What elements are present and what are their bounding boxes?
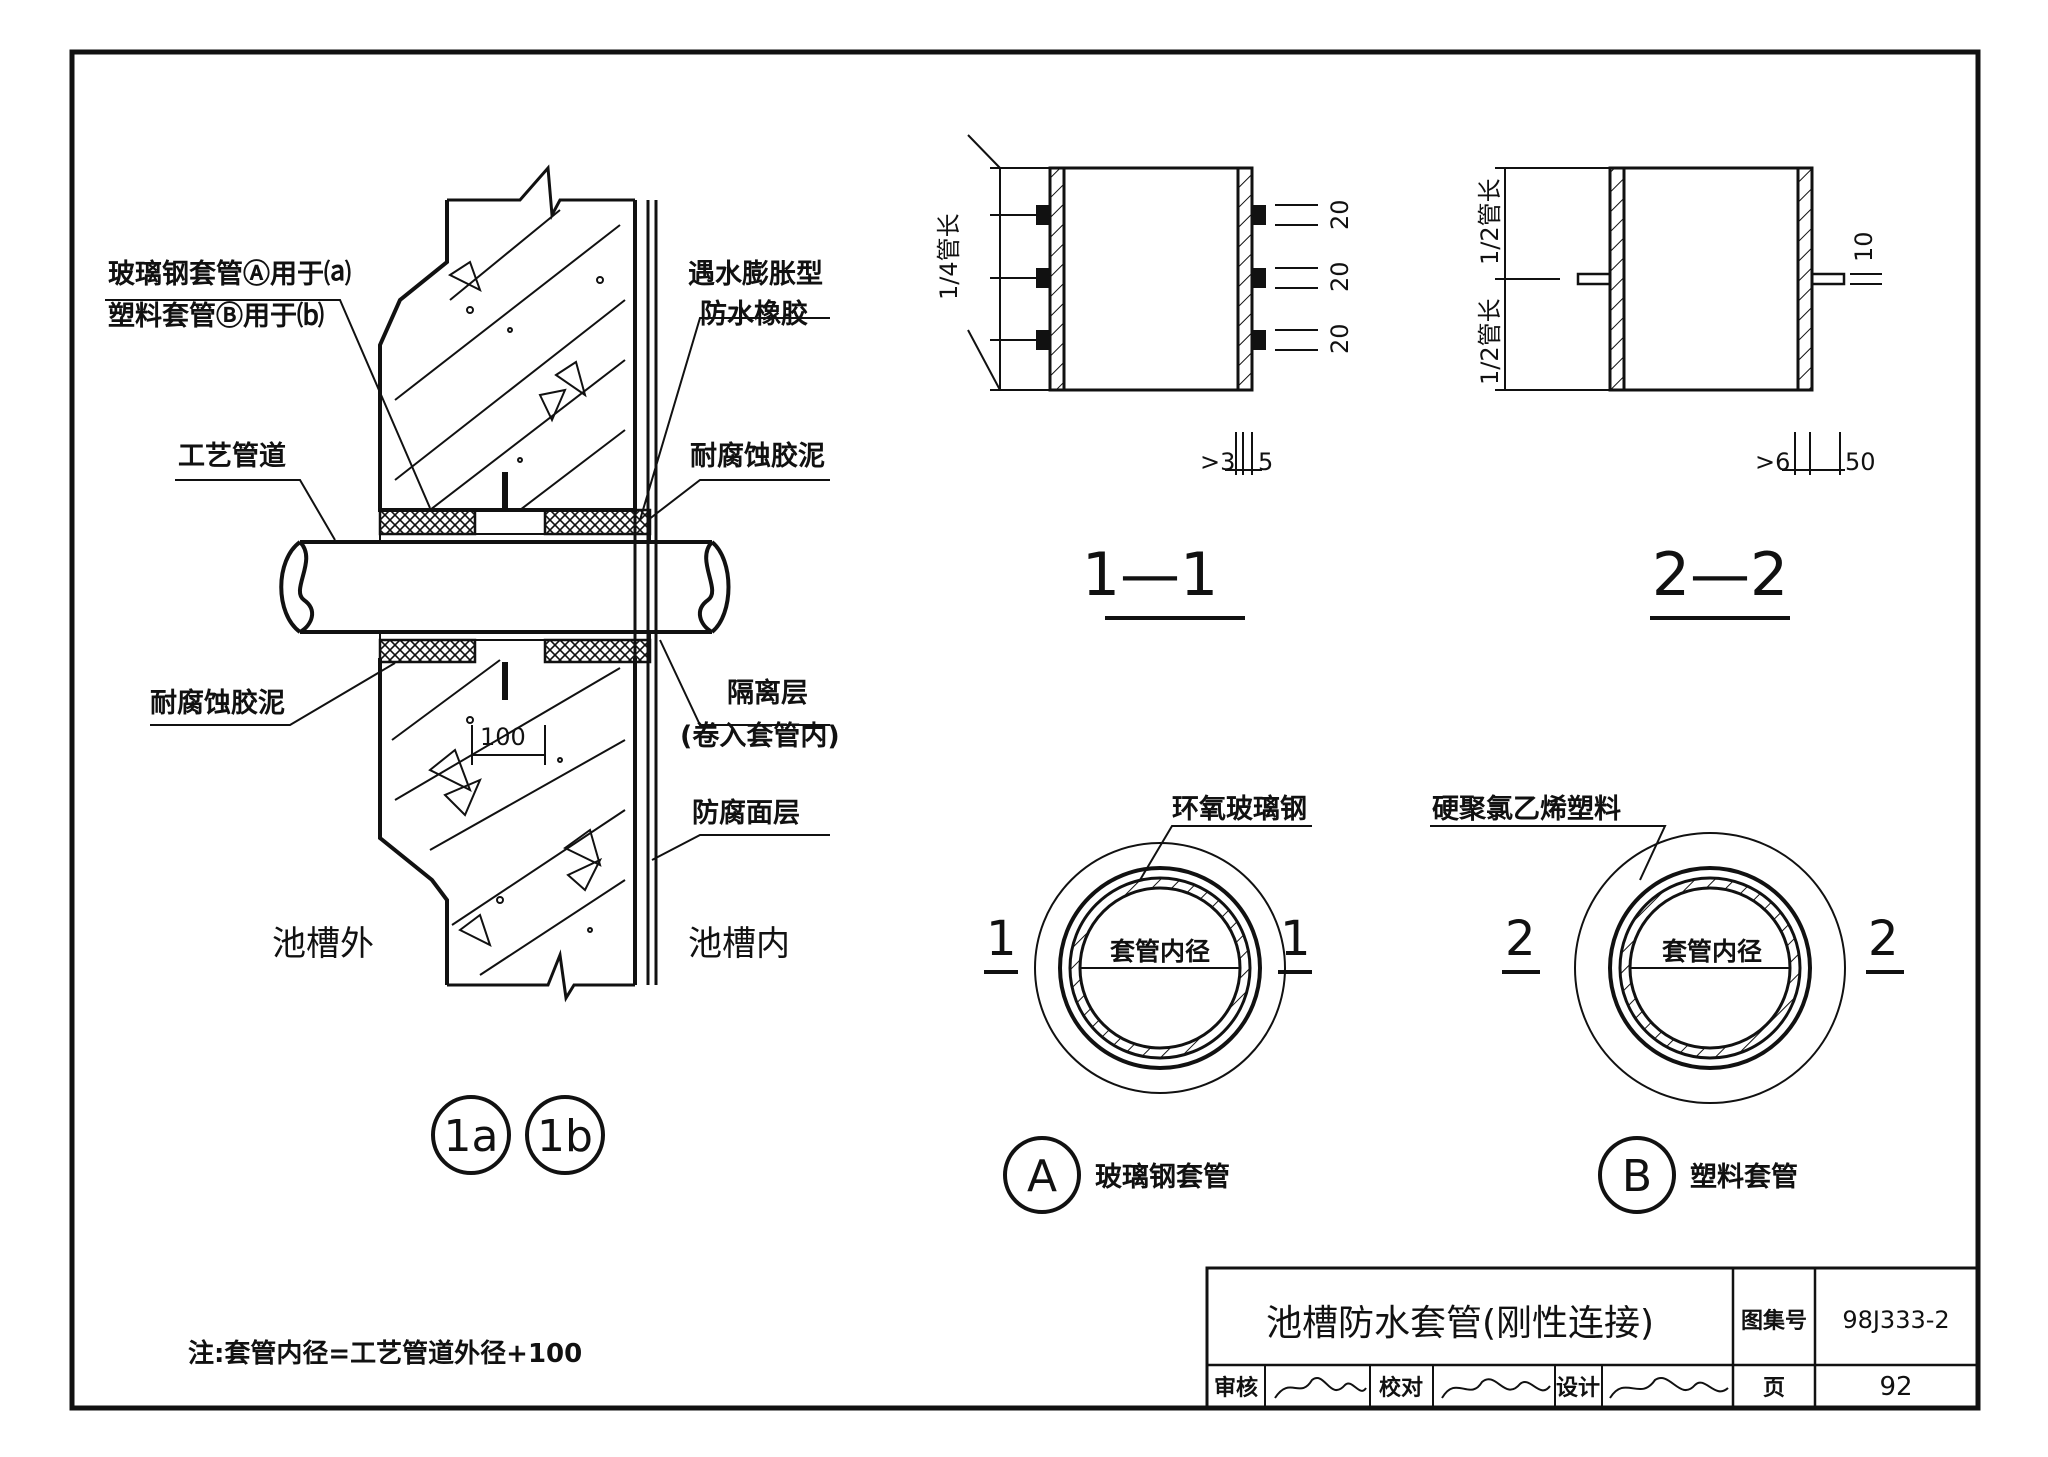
label-water-swelling-2: 防水橡胶 [700,298,808,330]
review-label: 审核 [1214,1375,1258,1401]
svg-text:A: A [1027,1151,1057,1202]
signature-designer [1609,1377,1729,1399]
sleeve-mortar-top [378,508,477,536]
wall-lower-outline [378,658,637,985]
sleeve-2-2-left-wall [1608,166,1626,392]
concrete-hatch [391,209,626,976]
material-b: 硬聚氯乙烯塑料 [1432,793,1621,825]
inner-label-a: 套管内径 [1109,937,1210,966]
dim-chain-1-1 [967,134,1050,391]
label-tank-inside: 池槽内 [688,924,790,964]
page-no: 92 [1879,1372,1912,1402]
wall-dim-2-2-a: >6 [1755,448,1790,476]
check-label: 校对 [1379,1375,1423,1401]
sleeve-mortar-bottom-right [543,638,652,664]
sleeve-mortar-top-right [543,508,652,536]
fin-left [1576,272,1612,286]
drawing-title: 池槽防水套管(刚性连接) [1266,1303,1654,1344]
cut-mark-b-right: 2 [1868,911,1899,967]
section-2-2: 1/2管长 1/2管长 10 >6 50 2—2 [1476,166,1882,620]
svg-text:1a: 1a [444,1111,499,1162]
atlas-label: 图集号 [1741,1308,1807,1334]
note-text: 注:套管内径=工艺管道外径+100 [188,1338,582,1369]
material-leader-a [1139,825,1312,881]
label-process-pipe: 工艺管道 [178,440,286,472]
section-1-1: 1/4管长 20 20 20 >3 5 1—1 [935,134,1354,620]
side-label-2-2-bottom: 1/2管长 [1476,298,1504,385]
sleeve-1-1-left-wall [1048,166,1066,392]
label-isolation-layer-1: 隔离层 [727,677,808,709]
aggregate-marks [428,260,604,947]
cut-mark-b-left: 2 [1505,911,1536,967]
wall-dim-2-2-b: 50 [1845,448,1876,476]
break-line-top [447,164,635,221]
label-tank-outside: 池槽外 [272,924,374,964]
sleeve-plan-a: 套管内径 环氧玻璃钢 1 1 A 玻璃钢套管 [984,794,1312,1214]
title-block: 池槽防水套管(刚性连接) 图集号 98J333-2 审核 校对 设计 页 92 [1205,1266,1980,1410]
label-isolation-layer-2: (卷入套管内) [680,721,840,752]
process-pipe [279,540,731,634]
fin-dim: 10 [1850,231,1878,262]
detail-bubble-1a: 1a [431,1095,511,1175]
surface-layers [633,200,658,985]
sleeve-mortar-bottom [378,638,477,664]
page-label: 页 [1763,1376,1785,1401]
section-title-1-1: 1—1 [1082,540,1218,610]
signature-checker [1441,1378,1551,1399]
signature-reviewer [1274,1377,1367,1399]
ring-dim-3: 20 [1326,323,1354,354]
dim-100-text: 100 [480,723,526,751]
wall-dim-1-1-a: >3 [1200,448,1235,476]
label-anticorrosion-mortar-top: 耐腐蚀胶泥 [690,440,825,472]
atlas-no: 98J333-2 [1842,1306,1949,1334]
ring-dim-2: 20 [1326,261,1354,292]
ring-dims-1-1 [1275,204,1318,351]
dim-100 [471,725,546,765]
section-title-2-2: 2—2 [1652,540,1788,610]
badge-a [1003,1136,1081,1214]
side-label-2-2-top: 1/2管长 [1476,178,1504,265]
sheet-border [69,49,1981,1411]
design-label: 设计 [1556,1376,1600,1401]
sleeve-2-2-right-wall [1796,166,1814,392]
label-plastic-sleeve: 塑料套管Ⓑ用于⒝ [108,300,324,332]
caption-a: 玻璃钢套管 [1095,1162,1230,1193]
cut-mark-a-left: 1 [986,911,1017,967]
fin-dim-lines [1850,273,1882,285]
label-anticorrosion-mortar-bottom: 耐腐蚀胶泥 [150,687,285,719]
wall-dims-1-1 [1225,432,1262,475]
rings-1-1 [1036,205,1266,350]
side-label-1-1: 1/4管长 [935,213,963,300]
dim-chain-2-2 [1495,167,1610,391]
ring-dim-1: 20 [1326,199,1354,230]
wall-dim-1-1-b: 5 [1258,448,1273,476]
wall-section-detail: 100 玻璃钢套管Ⓐ用于⒜ 塑料套管Ⓑ用于⒝ 工艺管道 耐腐蚀胶泥 遇水膨胀型 … [105,164,840,1175]
wall-dims-2-2 [1782,432,1845,475]
inner-label-b: 套管内径 [1661,937,1762,966]
sleeve-plan-b: 套管内径 硬聚氯乙烯塑料 2 2 B 塑料套管 [1430,793,1904,1214]
badge-b [1598,1136,1676,1214]
label-frp-sleeve: 玻璃钢套管Ⓐ用于⒜ [108,258,351,290]
material-a: 环氧玻璃钢 [1172,794,1307,825]
detail-bubble-1b: 1b [525,1095,605,1175]
svg-text:B: B [1622,1151,1652,1202]
sleeve-1-1-right-wall [1236,166,1254,392]
fin-right [1810,272,1846,286]
wall-upper-outline [378,200,637,512]
svg-text:1b: 1b [537,1111,593,1162]
material-leader-b [1430,825,1667,881]
label-anticorrosion-surface: 防腐面层 [692,798,800,829]
cut-mark-a-right: 1 [1280,911,1311,967]
caption-b: 塑料套管 [1690,1162,1798,1193]
label-water-swelling-1: 遇水膨胀型 [688,259,823,290]
leader-lines [105,299,830,861]
break-line-bottom [447,949,635,1003]
